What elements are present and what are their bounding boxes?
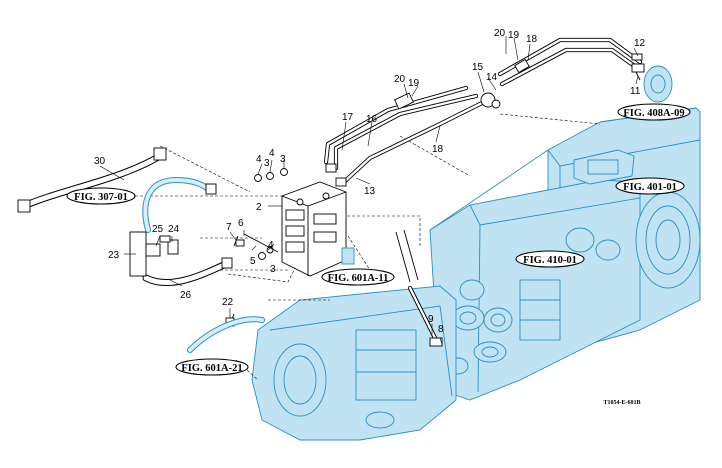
fig-ref-601a-11[interactable]: FIG. 601A-11 <box>321 268 395 286</box>
callout-16: 16 <box>366 114 378 125</box>
callout-4c: 4 <box>268 240 274 251</box>
callout-4b: 4 <box>269 148 275 159</box>
callout-17: 17 <box>342 112 354 123</box>
callout-18a: 18 <box>432 144 444 155</box>
callout-13: 13 <box>364 186 376 197</box>
callout-18b: 18 <box>526 34 538 45</box>
fig-ref-410-01[interactable]: FIG. 410-01 <box>515 250 585 268</box>
callout-11: 11 <box>630 86 641 97</box>
fig-ref-601a-11-text: FIG. 601A-11 <box>328 273 389 284</box>
callout-labels: 30 23 25 24 26 22 2 4 4 3 3 3 4 5 6 7 17… <box>94 28 646 335</box>
hydraulic-tubes <box>323 37 673 187</box>
callout-9: 9 <box>428 314 434 325</box>
fig-ref-307-01-text: FIG. 307-01 <box>74 192 128 203</box>
callout-6: 6 <box>238 218 244 229</box>
callout-4a: 4 <box>256 154 262 165</box>
callout-2: 2 <box>256 202 262 213</box>
fig-ref-408a-09-text: FIG. 408A-09 <box>623 108 684 119</box>
figure-references: FIG. 307-01 FIG. 408A-09 FIG. 401-01 FIG… <box>66 103 691 376</box>
callout-26: 26 <box>180 290 192 301</box>
fig-ref-401-01[interactable]: FIG. 401-01 <box>615 177 685 195</box>
callout-20b: 20 <box>494 28 506 39</box>
transmission-housing <box>251 107 701 441</box>
callout-5: 5 <box>250 256 256 267</box>
callout-12: 12 <box>634 38 646 49</box>
callout-22: 22 <box>222 297 234 308</box>
drawing-code: T1054-E-601B <box>603 400 640 406</box>
callout-20a: 20 <box>394 74 406 85</box>
callout-3c: 3 <box>270 264 276 275</box>
fig-ref-401-01-text: FIG. 401-01 <box>623 182 677 193</box>
callout-14: 14 <box>486 72 498 83</box>
callout-19b: 19 <box>508 30 520 41</box>
fig-ref-408a-09[interactable]: FIG. 408A-09 <box>617 103 691 121</box>
fig-ref-307-01[interactable]: FIG. 307-01 <box>66 187 136 205</box>
callout-3a: 3 <box>264 158 270 169</box>
valve-block-assembly <box>233 168 419 283</box>
callout-15: 15 <box>472 62 484 73</box>
callout-23: 23 <box>108 250 120 261</box>
hose-assembly <box>17 147 443 353</box>
callout-19a: 19 <box>408 78 420 89</box>
callout-25: 25 <box>152 224 164 235</box>
callout-7: 7 <box>226 222 232 233</box>
callout-30: 30 <box>94 156 106 167</box>
callout-24: 24 <box>168 224 180 235</box>
callout-leaders <box>99 36 639 345</box>
fig-ref-601a-21-text: FIG. 601A-21 <box>181 363 242 374</box>
fig-ref-410-01-text: FIG. 410-01 <box>523 255 577 266</box>
fig-ref-601a-21[interactable]: FIG. 601A-21 <box>175 358 249 376</box>
callout-3b: 3 <box>280 154 286 165</box>
callout-8: 8 <box>438 324 444 335</box>
